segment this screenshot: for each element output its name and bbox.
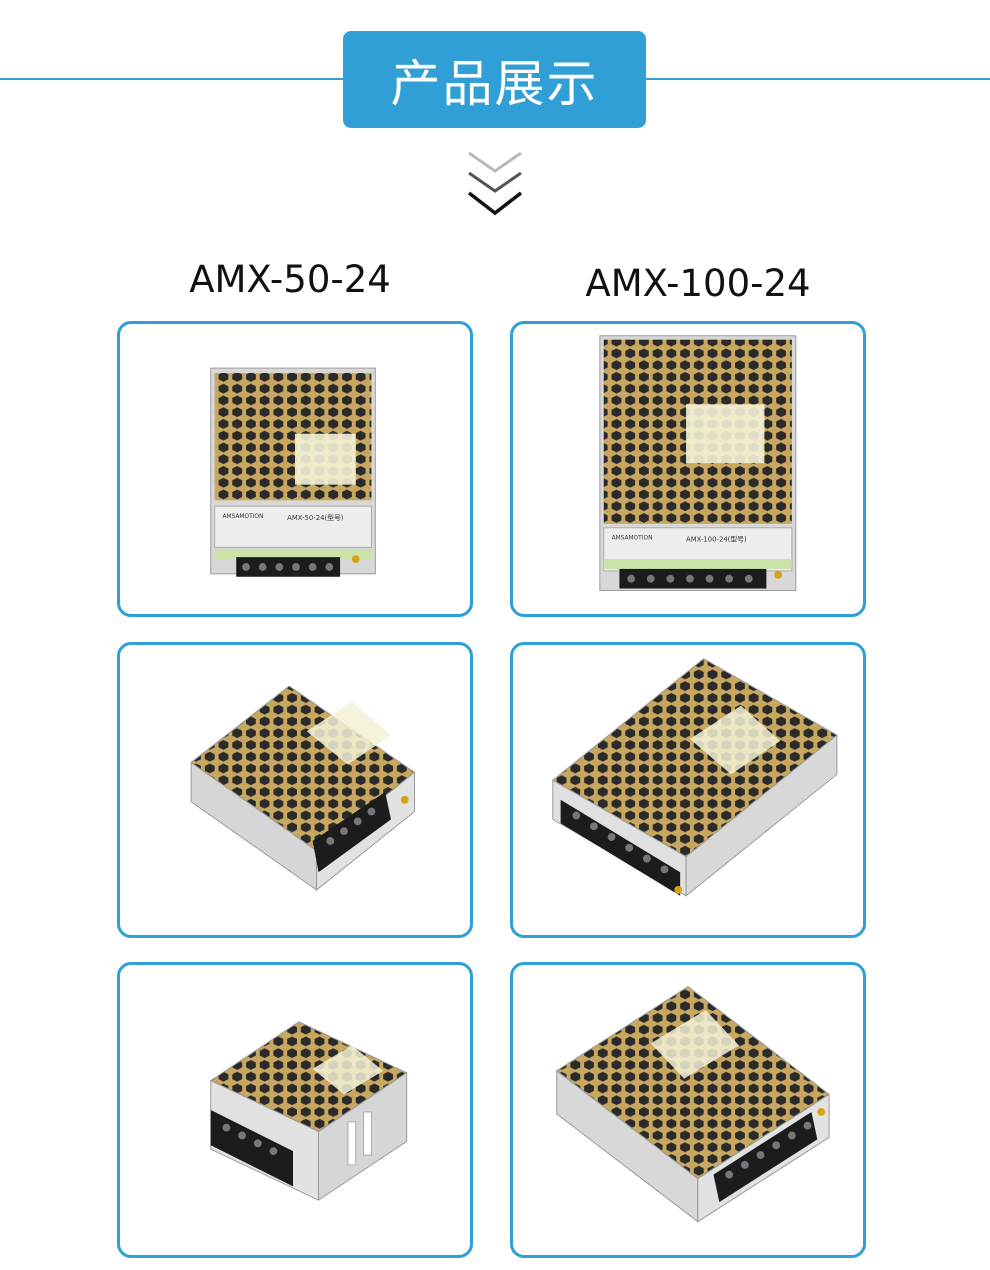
unit-brand-text: AMSAMOTION [223,514,264,520]
product-image-card: AMSAMOTION AMX-100-24(型号) [510,321,866,617]
product-image-card: AMSAMOTION AMX-50-24(型号) [117,321,473,617]
model-label-amx-100-24: AMX-100-24 [585,262,811,305]
header-rule-right [645,78,990,80]
power-supply-front-image: AMSAMOTION AMX-50-24(型号) [210,367,376,577]
product-image-card [117,962,473,1258]
header-rule-left [0,78,344,80]
power-supply-angled-image [190,685,416,891]
section-title: 产品展示 [343,31,646,128]
power-supply-angled-image [551,658,838,897]
power-supply-front-image: AMSAMOTION AMX-100-24(型号) [599,335,797,591]
power-supply-angled-image [555,985,830,1223]
product-image-card [510,962,866,1258]
product-image-card [510,642,866,938]
model-label-amx-50-24: AMX-50-24 [189,258,391,301]
power-supply-angled-image [209,1021,408,1202]
product-image-card [117,642,473,938]
unit-model-text: AMX-50-24(型号) [287,513,344,522]
unit-model-text: AMX-100-24(型号) [686,535,747,544]
chevron-down-icon [467,151,523,216]
unit-brand-text: AMSAMOTION [612,536,653,542]
